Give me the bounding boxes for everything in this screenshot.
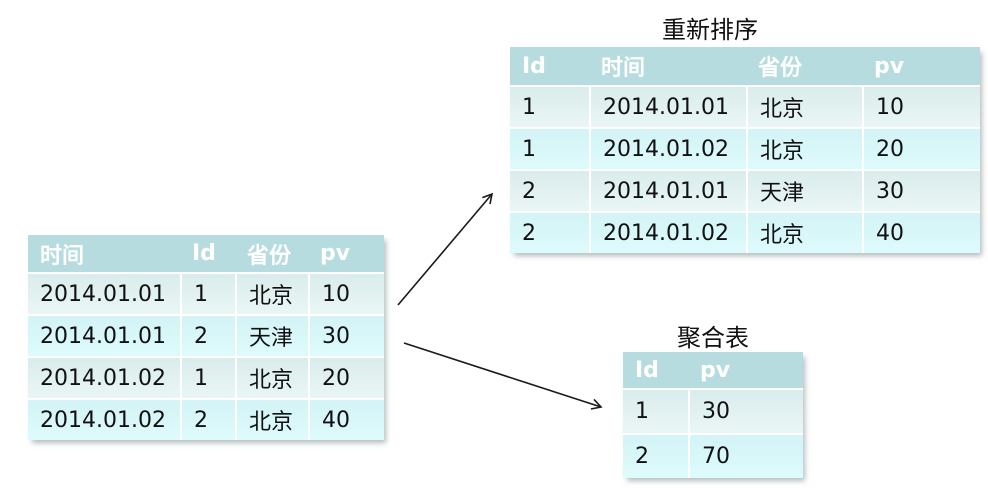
aggregate-table: Id pv 1 30 2 70 [623, 352, 803, 478]
table-cell: 2 [510, 211, 589, 253]
table-cell: 天津 [235, 314, 308, 356]
arrow-to-sorted-table [397, 192, 494, 306]
header-cell: Id [623, 352, 688, 388]
table-cell: 20 [308, 356, 384, 398]
table-cell: 2014.01.01 [28, 314, 180, 356]
table-cell: 2014.01.02 [589, 211, 746, 253]
table-cell: 2014.01.02 [28, 356, 180, 398]
table-cell: 1 [180, 356, 235, 398]
table-cell: 10 [308, 272, 384, 314]
table-cell: 30 [308, 314, 384, 356]
table-cell: 北京 [235, 356, 308, 398]
arrow-to-aggregate-table [403, 342, 603, 410]
table-cell: 2014.01.01 [28, 272, 180, 314]
table-cell: 40 [308, 398, 384, 440]
header-cell: 省份 [746, 47, 862, 85]
table-cell: 北京 [746, 127, 862, 169]
table-cell: 北京 [235, 272, 308, 314]
table-cell: 北京 [746, 85, 862, 127]
table-cell: 40 [862, 211, 980, 253]
sorted-table: Id 时间 省份 pv 1 2014.01.01 北京 10 1 2014.01… [510, 47, 980, 253]
table-cell: 2014.01.02 [589, 127, 746, 169]
table-cell: 20 [862, 127, 980, 169]
table-cell: 2014.01.02 [28, 398, 180, 440]
source-table: 时间 Id 省份 pv 2014.01.01 1 北京 10 2014.01.0… [28, 235, 384, 440]
header-cell: Id [510, 47, 589, 85]
table-cell: 1 [623, 388, 688, 433]
table-cell: 1 [510, 85, 589, 127]
header-cell: 时间 [28, 235, 180, 272]
header-cell: 时间 [589, 47, 746, 85]
header-cell: 省份 [235, 235, 308, 272]
table-cell: 1 [510, 127, 589, 169]
table-cell: 北京 [235, 398, 308, 440]
header-cell: pv [308, 235, 384, 272]
table-cell: 2 [510, 169, 589, 211]
table-cell: 10 [862, 85, 980, 127]
table-cell: 北京 [746, 211, 862, 253]
table-cell: 2014.01.01 [589, 169, 746, 211]
header-cell: pv [862, 47, 980, 85]
header-cell: Id [180, 235, 235, 272]
table-cell: 2014.01.01 [589, 85, 746, 127]
table-cell: 30 [862, 169, 980, 211]
table-cell: 1 [180, 272, 235, 314]
table-cell: 天津 [746, 169, 862, 211]
table-cell: 70 [688, 433, 803, 478]
table-cell: 2 [180, 314, 235, 356]
aggregate-table-title: 聚合表 [677, 324, 749, 352]
sorted-table-title: 重新排序 [662, 16, 758, 44]
table-cell: 2 [623, 433, 688, 478]
table-cell: 2 [180, 398, 235, 440]
header-cell: pv [688, 352, 803, 388]
table-cell: 30 [688, 388, 803, 433]
